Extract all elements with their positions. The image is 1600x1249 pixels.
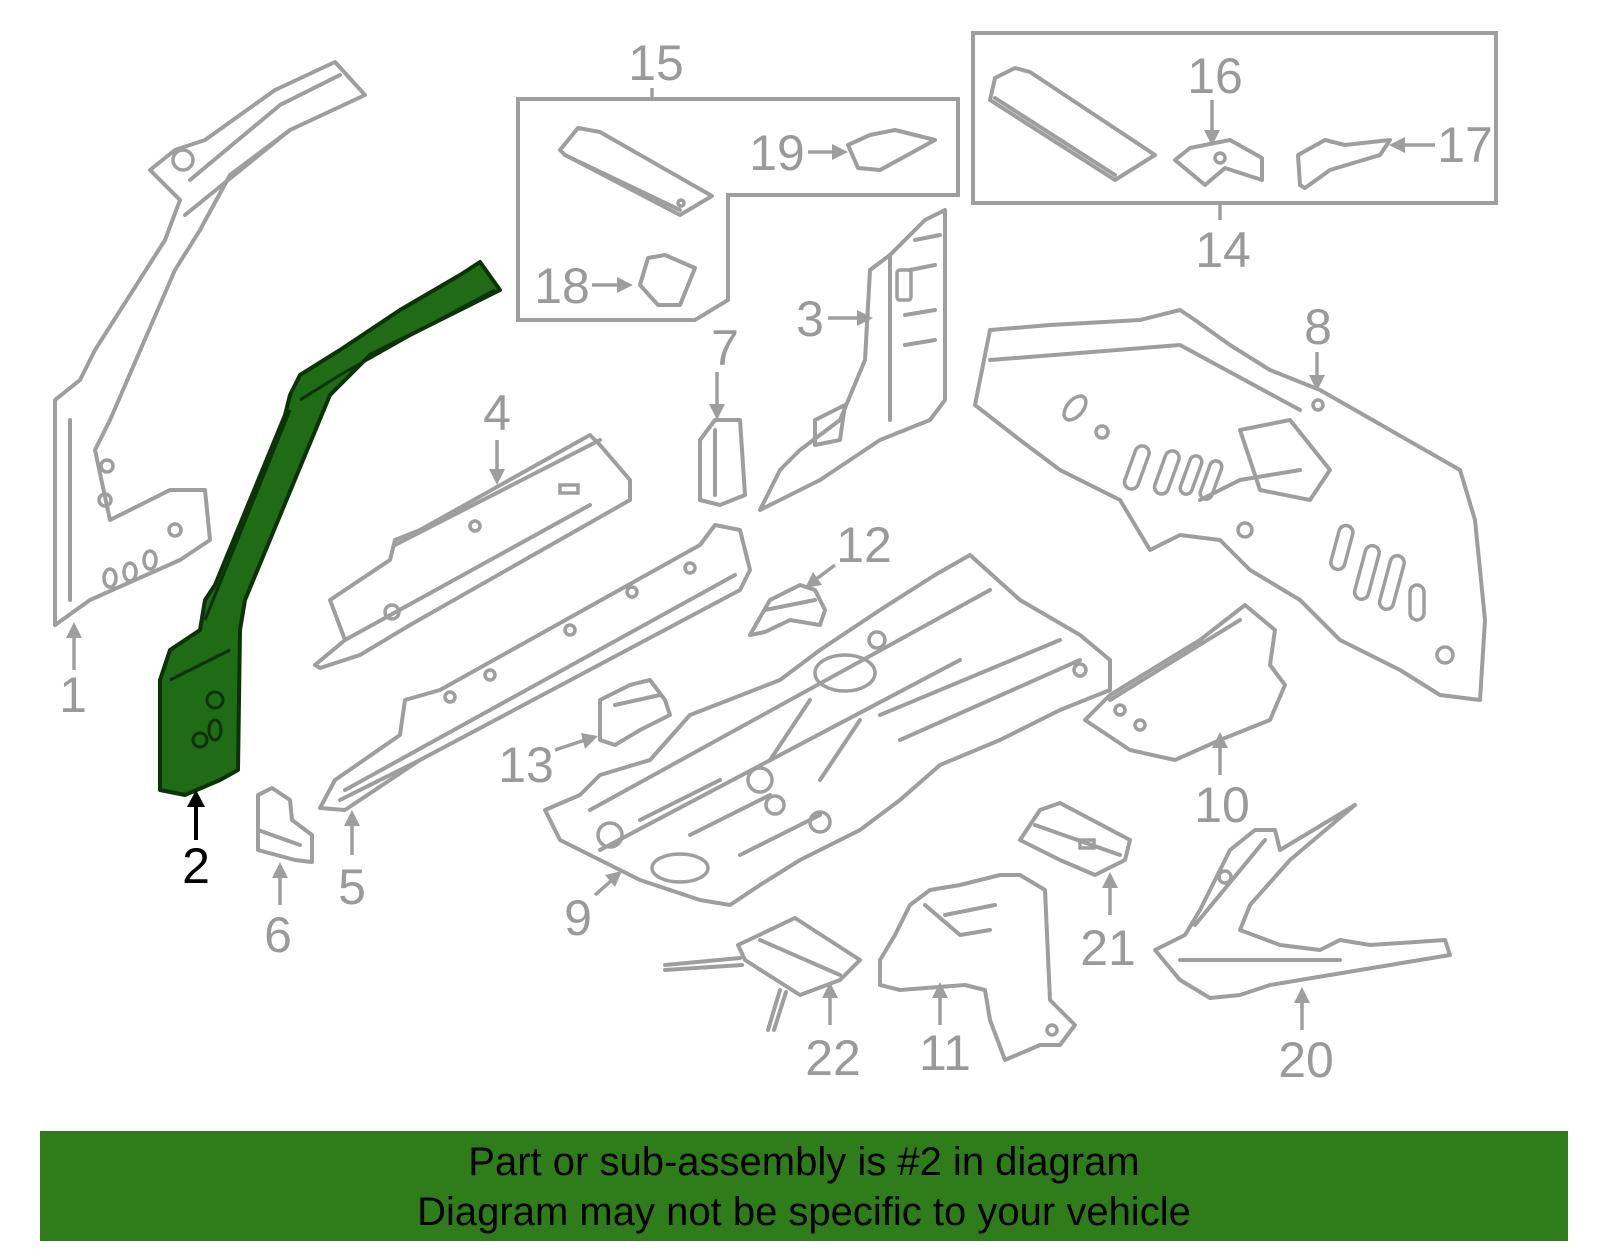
part-16-bracket — [1173, 138, 1264, 187]
part-18-bracket — [638, 253, 697, 307]
callout-18: 18 — [534, 258, 590, 314]
part-6-bracket[interactable] — [256, 786, 314, 864]
callout-7: 7 — [711, 320, 739, 376]
banner-line-2: Diagram may not be specific to your vehi… — [417, 1190, 1191, 1234]
part-22-bracket[interactable] — [663, 916, 862, 1032]
part-10-extension[interactable] — [1083, 603, 1287, 762]
callout-19: 19 — [749, 125, 805, 181]
callout-4: 4 — [483, 385, 511, 441]
part-1-a-pillar[interactable] — [53, 60, 367, 627]
part-8-rear-floor[interactable] — [973, 308, 1487, 702]
callout-11: 11 — [919, 1025, 971, 1081]
callout-15: 15 — [628, 35, 684, 91]
callout-8: 8 — [1304, 299, 1332, 355]
callout-3: 3 — [796, 291, 824, 347]
group-15[interactable] — [516, 97, 960, 322]
notice-banner: Part or sub-assembly is #2 in diagram Di… — [40, 1131, 1568, 1241]
callout-12: 12 — [836, 517, 892, 573]
part-5-sill[interactable] — [318, 523, 752, 812]
callout-labels: 1 2 3 4 5 6 7 8 9 10 11 12 13 14 15 16 1… — [59, 35, 1493, 1088]
callout-9: 9 — [564, 890, 592, 946]
callout-22: 22 — [805, 1030, 861, 1086]
banner-line-1: Part or sub-assembly is #2 in diagram — [468, 1140, 1140, 1184]
callout-2: 2 — [182, 838, 210, 894]
part-3-c-pillar-inner[interactable] — [758, 208, 947, 512]
part-20-rear-rail[interactable] — [1153, 803, 1452, 1000]
callout-1: 1 — [59, 667, 87, 723]
part-19-bracket — [846, 128, 937, 172]
parts-diagram: 1 2 3 4 5 6 7 8 9 10 11 12 13 14 15 16 1… — [53, 31, 1498, 1088]
part-2-b-pillar-highlighted[interactable] — [158, 260, 502, 797]
callout-5: 5 — [338, 859, 366, 915]
callout-16: 16 — [1187, 48, 1243, 104]
part-17-bracket — [1296, 138, 1392, 190]
part-11-wheelhouse[interactable] — [878, 873, 1077, 1062]
part-9-front-floor[interactable] — [543, 553, 1112, 907]
callout-21: 21 — [1080, 920, 1136, 976]
callout-14: 14 — [1195, 222, 1251, 278]
leader-lines — [66, 88, 1435, 1030]
callout-6: 6 — [264, 907, 292, 963]
callout-20: 20 — [1278, 1032, 1334, 1088]
callout-13: 13 — [498, 737, 554, 793]
part-12-bracket[interactable] — [748, 583, 827, 637]
part-21-bracket[interactable] — [1018, 801, 1132, 877]
callout-10: 10 — [1194, 777, 1250, 833]
part-7-bracket[interactable] — [698, 418, 747, 507]
part-13-bracket[interactable] — [598, 678, 672, 747]
group-14[interactable] — [971, 31, 1498, 205]
part-4-rocker-inner[interactable] — [313, 433, 632, 670]
callout-17: 17 — [1437, 117, 1493, 173]
